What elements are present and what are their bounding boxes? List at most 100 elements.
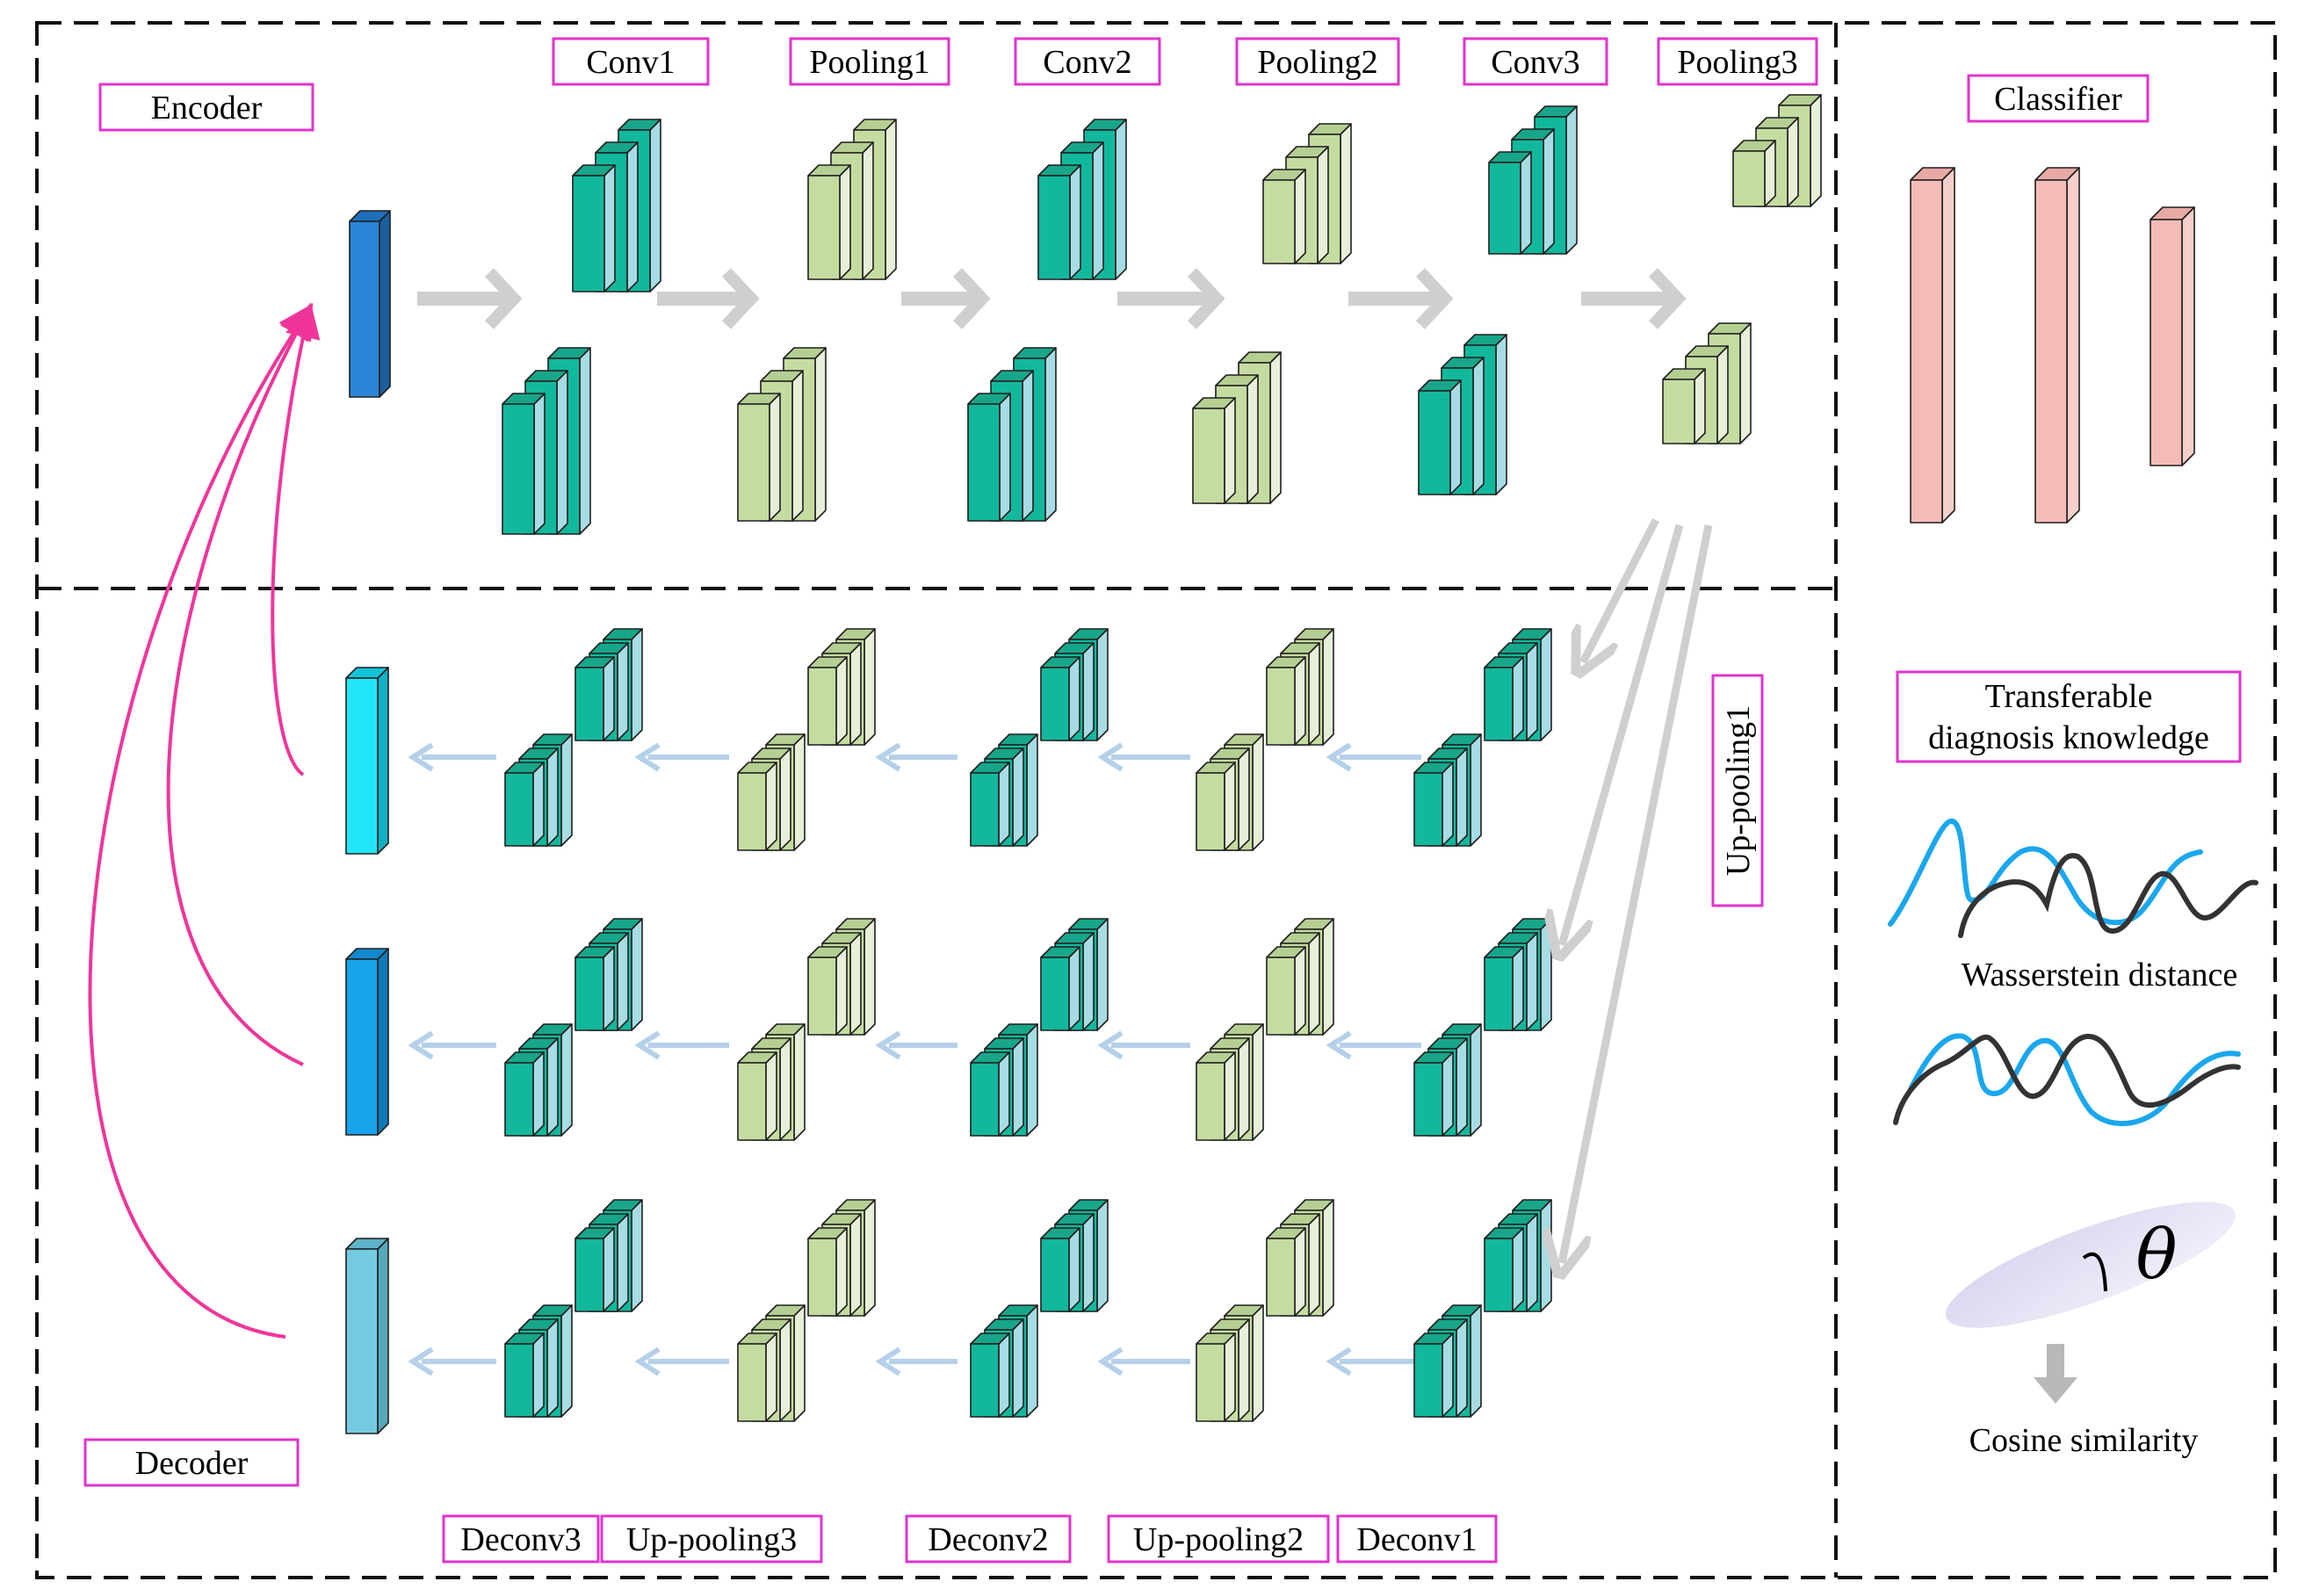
curve-blue-1 bbox=[1888, 819, 2203, 927]
encoder-flow-arrowhead-3 bbox=[952, 268, 991, 329]
decoder-row2-conv-5-upper-slab-3-side bbox=[1540, 918, 1552, 1031]
classifier-bar-1-front bbox=[1910, 179, 1943, 524]
encoder-layer-label-4-box bbox=[1235, 37, 1400, 86]
decoder-row1-pool-4-upper-slab-1-side bbox=[1294, 656, 1306, 746]
decoder-row3-conv-1-upper-slab-3-side bbox=[631, 1199, 643, 1312]
decoder-layer-label-3-text: Deconv2 bbox=[928, 1521, 1048, 1558]
encoder-input-bar bbox=[349, 210, 391, 398]
decoder-row3-conv-5-upper-slab-1-side bbox=[1512, 1227, 1524, 1312]
decoder-row3-pool-4-upper-slab-1-front bbox=[1266, 1238, 1296, 1317]
wasserstein-curves-1 bbox=[1888, 819, 2258, 938]
decoder-row3-pool-2-upper-slab-1-side bbox=[835, 1227, 848, 1317]
decoder-row3-conv-3-lower-slab-2-side bbox=[1012, 1318, 1024, 1418]
encoder-layer-label-4-text: Pooling2 bbox=[1257, 44, 1377, 81]
decoder-flow-arrowhead-r2-1 bbox=[408, 1030, 434, 1060]
encoder-flow-arrowhead-1 bbox=[484, 268, 523, 329]
encoder-pool-6-upper-slab-1 bbox=[1732, 140, 1776, 207]
decoder-row1-conv-5-upper-slab-1-front bbox=[1484, 667, 1514, 741]
decoder-row3-conv-5-lower-slab-3-side bbox=[1470, 1304, 1482, 1418]
encoder-layer-label-5: Conv3 bbox=[1463, 37, 1608, 86]
decoder-row1-pool-2-lower-slab-1-side bbox=[765, 762, 777, 851]
decoder-row3-conv-3-lower-slab-1-front bbox=[970, 1343, 1000, 1418]
decoder-row2-conv-1-lower-slab-1-front bbox=[504, 1062, 534, 1137]
encoder-pool-2-upper-slab-1 bbox=[807, 164, 851, 280]
encoder-conv-3-lower-slab-1-front bbox=[967, 403, 1001, 522]
encoder-conv-5-lower-slab-1-side bbox=[1449, 379, 1462, 495]
classifier-bar-3 bbox=[2150, 206, 2195, 466]
encoder-conv-1-lower-slab-2-side bbox=[556, 370, 568, 535]
decoder-row3-conv-5-upper-slab-2-side bbox=[1526, 1213, 1538, 1312]
decoder-row2-pool-4-lower-slab-2-side bbox=[1238, 1037, 1250, 1141]
curve-dark-1 bbox=[1958, 853, 2258, 938]
decoder-row3-conv-1-lower-slab-1 bbox=[504, 1332, 545, 1418]
encoder-label-box bbox=[98, 83, 314, 132]
decoder-row3-conv-1-lower-slab-1-front bbox=[504, 1343, 534, 1418]
decoder-layer-label-2-text: Up-pooling3 bbox=[626, 1521, 797, 1558]
decoder-row1-pool-4-lower-slab-1-side bbox=[1224, 762, 1236, 851]
decoder-row3-pool-4-lower-slab-1 bbox=[1196, 1332, 1236, 1422]
encoder-flow-arrowhead-5 bbox=[1415, 268, 1454, 329]
encoder-layer-label-3-text: Conv2 bbox=[1043, 44, 1131, 81]
decoder-row3-conv-3-upper-slab-2-side bbox=[1082, 1213, 1095, 1312]
encoder-pool-6-lower-slab-3-side bbox=[1739, 322, 1752, 444]
decoder-row1-conv-1-lower-slab-1-front bbox=[504, 772, 534, 847]
decoder-label-text: Decoder bbox=[135, 1445, 249, 1482]
encoder-layer-label-6: Pooling3 bbox=[1657, 37, 1818, 86]
decoder-row1-conv-1-upper-slab-3-side bbox=[631, 628, 643, 741]
decoder-row3-conv-1-lower-slab-3-side bbox=[560, 1304, 573, 1418]
classifier-bar-2-front bbox=[2034, 179, 2068, 524]
decoder-layer-label-1-text: Deconv3 bbox=[460, 1521, 581, 1558]
classifier-bar-2 bbox=[2034, 167, 2080, 524]
decoder-flow-arrowhead-r2-4 bbox=[1097, 1030, 1124, 1060]
decoder-row3-pool-4-upper-slab-2-side bbox=[1308, 1213, 1320, 1317]
decoder-flow-arrowhead-r3-5 bbox=[1326, 1347, 1352, 1376]
decoder-row1-conv-1-upper-slab-1 bbox=[574, 656, 615, 741]
decoder-row3-conv-3-lower-slab-1-side bbox=[998, 1332, 1010, 1418]
encoder-flow-arrowhead-6 bbox=[1648, 268, 1687, 329]
encoder-pool-4-lower-slab-1-side bbox=[1224, 397, 1236, 504]
decoder-layer-label-5-text: Deconv1 bbox=[1356, 1521, 1477, 1558]
decoder-flow-arrows bbox=[408, 742, 1421, 1376]
decoder-row1-conv-3-upper-slab-3-side bbox=[1096, 628, 1109, 741]
down-arrow-icon bbox=[2034, 1344, 2077, 1404]
encoder-pool-4-lower-slab-3-side bbox=[1269, 351, 1282, 504]
encoder-pool-2-upper-slab-1-side bbox=[839, 164, 851, 280]
decoder-row3-conv-1-upper-slab-1-front bbox=[574, 1238, 604, 1312]
decoder-row2-pool-4-upper-slab-1-side bbox=[1294, 946, 1306, 1036]
cosine-similarity-label: Cosine similarity bbox=[1969, 1422, 2199, 1459]
encoder-layer-label-5-box bbox=[1463, 37, 1608, 86]
encoder-pool-6-lower-slab-1-side bbox=[1694, 368, 1706, 444]
decoder-row3-conv-1-upper-slab-2-side bbox=[617, 1213, 629, 1312]
encoder-layer-label-2-text: Pooling1 bbox=[809, 44, 929, 81]
decoder-layer-label-3-box bbox=[905, 1514, 1072, 1564]
decoder-row3-pool-4-lower-slab-1-front bbox=[1196, 1343, 1225, 1422]
classifier-label-text: Classifier bbox=[1994, 81, 2122, 118]
decoder-row2-pool-4-upper-slab-1 bbox=[1266, 946, 1306, 1036]
encoder-pool-6-upper-slab-1-front bbox=[1732, 150, 1766, 207]
decoder-row2-pool-2-upper-slab-1-side bbox=[835, 946, 848, 1036]
decoder-row3-conv-3-upper-slab-1 bbox=[1040, 1227, 1080, 1312]
decoder-row3-pool-2-upper-slab-3-side bbox=[863, 1199, 876, 1317]
up-pooling-arrow-2 bbox=[1562, 524, 1684, 945]
decoder-row2-conv-5-upper-slab-1-side bbox=[1512, 946, 1524, 1031]
encoder-layer-label-4: Pooling2 bbox=[1235, 37, 1400, 86]
decoder-row3-pool-4-upper-slab-3-side bbox=[1322, 1199, 1334, 1317]
decoder-row2-conv-3-upper-slab-3-side bbox=[1096, 918, 1109, 1031]
decoder-row1-conv-1-upper-slab-1-front bbox=[574, 667, 604, 741]
decoder-row1-conv-1-upper-slab-2-side bbox=[617, 642, 629, 741]
decoder-row2-conv-5-upper-slab-1 bbox=[1484, 946, 1524, 1031]
decoder-output-bar-1-side bbox=[377, 667, 389, 855]
knowledge-label-line1: Transferable bbox=[1985, 678, 2153, 715]
decoder-row1-pool-2-upper-slab-1-front bbox=[807, 667, 837, 746]
encoder-conv-5-upper-slab-3-side bbox=[1565, 105, 1578, 255]
decoder-row3-conv-5-upper-slab-1-front bbox=[1484, 1238, 1514, 1312]
decoder-row2-pool-2-lower-slab-3-side bbox=[793, 1023, 806, 1141]
encoder-conv-3-upper-slab-3-side bbox=[1115, 119, 1127, 280]
encoder-conv-5-lower-slab-2-side bbox=[1472, 357, 1485, 495]
encoder-pool-2-upper-slab-3-side bbox=[885, 119, 897, 280]
decoder-row1-pool-4-upper-slab-1 bbox=[1266, 656, 1306, 746]
decoder-layer-label-1-box bbox=[442, 1514, 600, 1564]
decoder-row2-conv-3-upper-slab-2-side bbox=[1082, 932, 1095, 1031]
decoder-row1-conv-3-upper-slab-1 bbox=[1040, 656, 1080, 741]
